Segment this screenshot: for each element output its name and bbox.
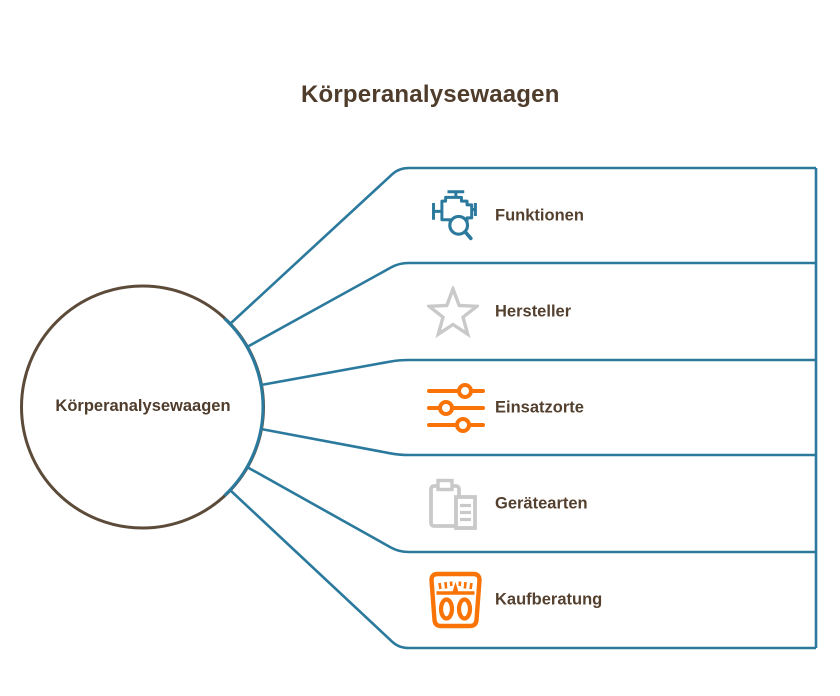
scale-icon [427,571,484,629]
branch-connector [260,427,816,457]
clipboard-list-icon [427,477,477,531]
branch-label: Hersteller [495,302,572,320]
branch-label: Einsatzorte [495,398,584,416]
branch-row-funktionen[interactable]: Funktionen [397,168,816,263]
branch-connector [229,489,816,650]
branch-label: Gerätearten [495,494,588,512]
branch-row-einsatzorte[interactable]: Einsatzorte [397,360,816,455]
branch-connector [229,166,816,325]
branch-row-hersteller[interactable]: Hersteller [397,263,816,360]
branch-connector [260,358,816,387]
sliders-icon [427,382,485,433]
central-node[interactable]: Körperanalysewaagen [33,397,253,416]
branch-connector [246,261,816,349]
branch-row-geraetearten[interactable]: Gerätearten [397,455,816,552]
star-icon [424,283,482,338]
central-circle-arc [223,317,265,497]
branch-row-kaufberatung[interactable]: Kaufberatung [397,552,816,648]
branch-label: Funktionen [495,206,584,224]
central-node-label: Körperanalysewaagen [55,397,231,415]
branch-connector [246,465,816,554]
page-title: Körperanalysewaagen [301,81,560,108]
branch-label: Kaufberatung [495,590,603,609]
engine-search-icon [427,188,481,244]
